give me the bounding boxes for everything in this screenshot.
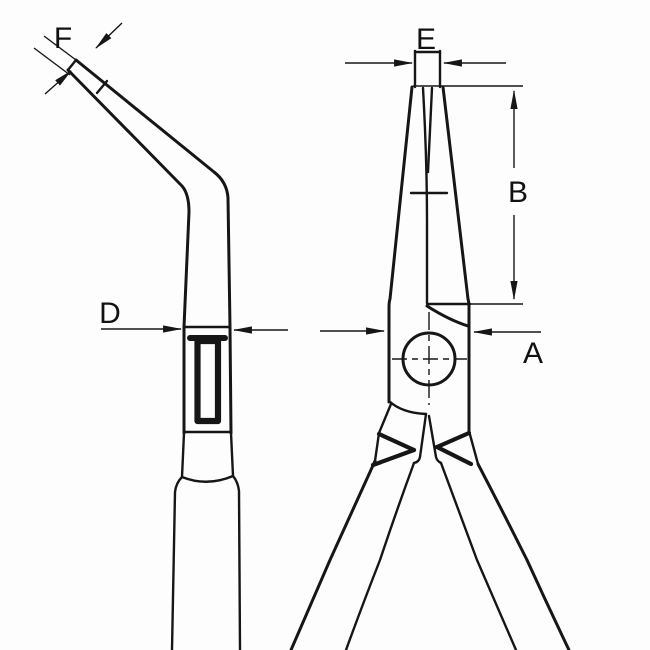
dim-F-ext-line-upper <box>43 35 81 64</box>
handle-shank-right-edge <box>229 431 235 478</box>
jaw-tip <box>413 49 442 89</box>
t-slot-stem <box>194 337 222 425</box>
dim-B: B <box>413 85 528 305</box>
dim-D: D <box>99 297 288 334</box>
dim-E: E <box>345 23 506 67</box>
jaw-seam <box>421 86 429 305</box>
joint-edge-bold-left-1 <box>376 431 417 453</box>
beak-upper-edge <box>74 58 232 329</box>
left-handle-outer-edge <box>289 459 377 650</box>
jaw-seam-2 <box>426 86 434 174</box>
joint-edge-bold-right-2 <box>434 444 474 467</box>
dim-label-B: B <box>508 176 528 209</box>
tip-crossmark <box>95 79 109 95</box>
beak-lower-edge <box>66 68 191 329</box>
dim-F-arrow-upper <box>95 22 123 49</box>
dim-label-D: D <box>99 297 121 330</box>
handle-grip <box>170 474 242 650</box>
dim-label-A: A <box>523 337 543 370</box>
jaw-right-edge <box>441 85 471 433</box>
handle-shank-left-edge <box>180 431 186 479</box>
neck-transition <box>370 399 480 468</box>
tip-end <box>66 58 78 72</box>
joint-box <box>182 325 233 435</box>
joint-edge-bold-right-1 <box>434 430 472 450</box>
handles <box>289 459 571 650</box>
shoulder-curve <box>425 304 470 328</box>
joint-edge-bold-left-2 <box>370 447 417 468</box>
dim-label-E: E <box>416 23 436 56</box>
dim-F-arrow-lower <box>44 70 72 95</box>
dim-label-F: F <box>54 22 72 55</box>
left-handle-inner-edge <box>344 461 416 650</box>
right-handle-inner-edge <box>439 461 518 650</box>
jaw-left-edge <box>387 85 414 404</box>
front-view: E B A <box>289 23 571 650</box>
right-handle-outer-edge <box>476 462 571 650</box>
dim-A: A <box>320 327 543 370</box>
dim-F: F <box>33 22 123 95</box>
side-view: F D <box>33 22 288 650</box>
